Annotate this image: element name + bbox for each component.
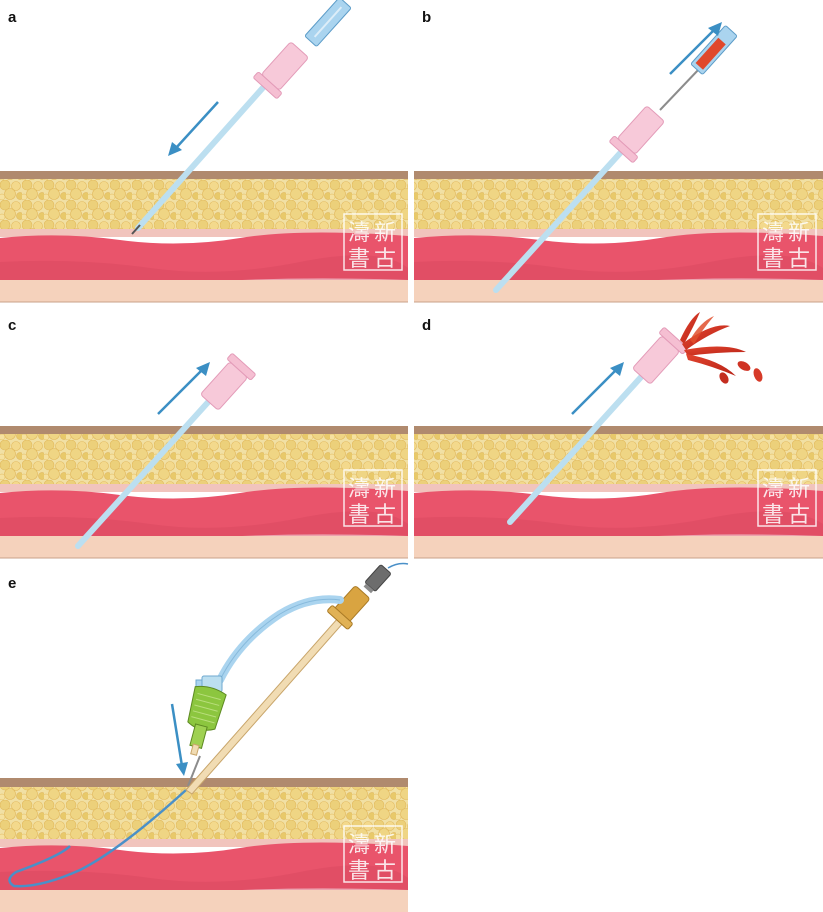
brass-connector [327,586,370,630]
watermark: 濤 新 書 古 [757,469,817,528]
needle-sheath-assembly [493,25,738,293]
fat-layer [0,179,408,229]
dermis-layer [0,229,408,237]
dermis-layer [0,484,408,492]
base-layer [0,280,408,302]
direction-arrow [157,362,210,415]
tissue-layers [0,171,408,303]
watermark-glyph: 濤 [762,221,784,246]
tissue-layers [414,426,823,559]
base-layer [0,536,408,558]
fat-layer [414,434,823,484]
panel-label-d: d [422,317,431,334]
fat-layer [0,434,408,484]
muscle-shade [0,511,408,536]
watermark-glyph: 新 [374,477,396,502]
panel-label-c: c [8,317,16,334]
watermark-glyph: 書 [762,503,784,528]
panel-b: b 濤 新 書 古 [414,9,823,303]
watermark-glyph: 濤 [762,477,784,502]
direction-arrow [170,703,188,776]
needle-shaft [659,67,701,111]
watermark-glyph: 書 [348,859,370,884]
panel-label-a: a [8,9,17,26]
fat-layer [414,179,823,229]
panel-c: c 濤 新 書 古 [0,317,408,559]
end-wire [387,562,409,569]
panel-e: e 濤 新 書 古 [0,562,409,912]
watermark-glyph: 新 [374,833,396,858]
watermark-glyph: 濤 [348,833,370,858]
watermark-glyph: 濤 [348,477,370,502]
direction-arrow [168,101,219,156]
skin-layer [414,171,823,179]
watermark-glyph: 新 [374,221,396,246]
fat-layer [0,787,408,839]
muscle-shade [0,865,408,890]
sheath-tube [75,397,213,549]
tissue-layers [0,426,408,559]
watermark-glyph: 古 [374,503,396,528]
direction-arrow [571,362,624,415]
direction-arrow [669,22,722,75]
watermark-glyph: 書 [348,503,370,528]
blood-spurt [680,312,763,384]
end-connector [363,564,391,594]
muscle-shade [414,511,823,536]
watermark-glyph: 書 [762,247,784,272]
skin-layer [0,778,408,787]
watermark-glyph: 古 [374,247,396,272]
watermark: 濤 新 書 古 [343,825,403,884]
catheter-assembly [8,562,409,888]
watermark-glyph: 書 [348,247,370,272]
dermis-layer [414,484,823,492]
sheath-assembly [507,327,688,525]
dermis-layer [414,229,823,237]
watermark-glyph: 古 [788,503,810,528]
catheter-line [8,789,187,888]
watermark: 濤 新 書 古 [343,213,403,272]
watermark-glyph: 古 [788,247,810,272]
sheath-tube [507,373,645,525]
green-handle [187,685,227,756]
panel-label-b: b [422,9,431,26]
base-layer [414,280,823,302]
muscle-shade [0,255,408,280]
dilator-shaft [187,755,201,787]
skin-layer [0,171,408,179]
watermark-glyph: 新 [788,477,810,502]
blood-flashback [695,37,726,70]
panel-d: d 濤 新 書 古 [414,312,823,559]
watermark-glyph: 新 [788,221,810,246]
panel-label-e: e [8,575,16,592]
needle-tip [131,224,141,235]
panel-a: a 濤 新 書 古 [0,0,408,303]
sheath-tube [135,79,271,231]
watermark-glyph: 濤 [348,221,370,246]
watermark-glyph: 古 [374,859,396,884]
skin-layer [0,426,408,434]
tissue-layers [0,778,408,912]
muscle-shade [414,255,823,280]
base-layer [414,536,823,558]
sheath-assembly [75,353,256,549]
watermark: 濤 新 書 古 [343,469,403,528]
base-layer [0,890,408,912]
watermark: 濤 新 書 古 [757,213,817,272]
sheath-tube [493,137,635,293]
dermis-layer [0,839,408,847]
needle-sheath-assembly [131,0,352,235]
skin-layer [414,426,823,434]
